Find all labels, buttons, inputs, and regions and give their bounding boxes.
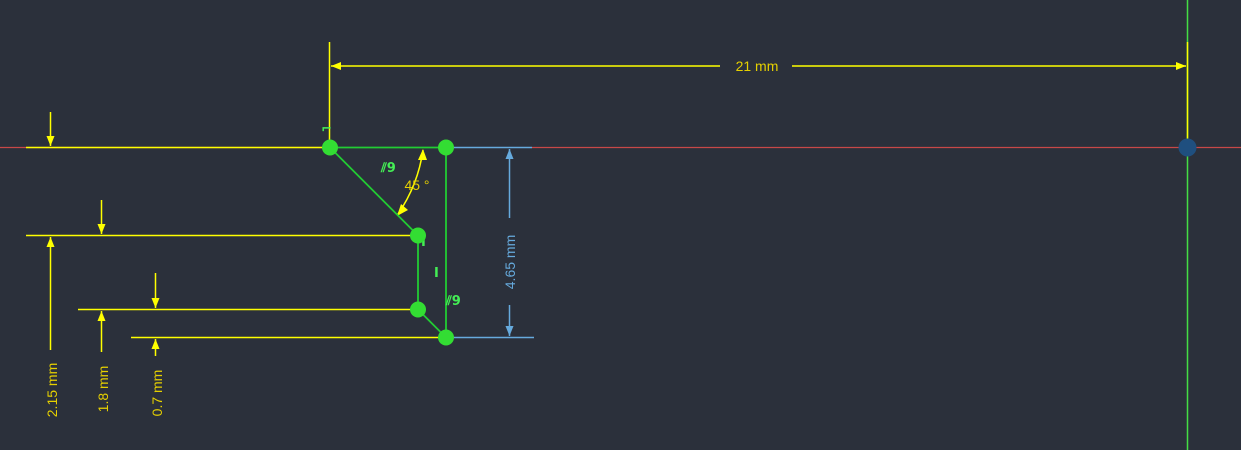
vertex-point-icon[interactable] <box>438 329 454 346</box>
angle-arrow-bottom <box>397 204 408 216</box>
parallel-constraint-top[interactable]: ⫽9 <box>380 161 396 176</box>
vertex-point-icon[interactable] <box>410 227 426 244</box>
dim-215-label[interactable]: 2.15 mm <box>44 363 60 417</box>
parallel-constraint-right[interactable]: ⫽9 <box>445 294 461 309</box>
vertical-constraint-small[interactable]: I <box>421 235 426 250</box>
dim-465-label[interactable]: 4.65 mm <box>502 235 518 289</box>
vertical-constraint[interactable]: I <box>434 266 439 281</box>
vertex-point-icon[interactable] <box>322 139 338 156</box>
edge-chamfer[interactable] <box>329 146 419 237</box>
vertex-point-icon[interactable] <box>438 139 454 156</box>
vertex-point-icon[interactable] <box>410 301 426 318</box>
angle-label[interactable]: 45 ° <box>404 177 429 193</box>
dim-21-label[interactable]: 21 mm <box>736 58 779 74</box>
angle-arrow-top <box>418 149 427 160</box>
dim-07-label[interactable]: 0.7 mm <box>149 370 165 417</box>
dim-18-label[interactable]: 1.8 mm <box>95 366 111 413</box>
origin-point-icon[interactable] <box>1178 138 1197 157</box>
coincident-constraint[interactable]: ⌐ <box>321 122 332 137</box>
